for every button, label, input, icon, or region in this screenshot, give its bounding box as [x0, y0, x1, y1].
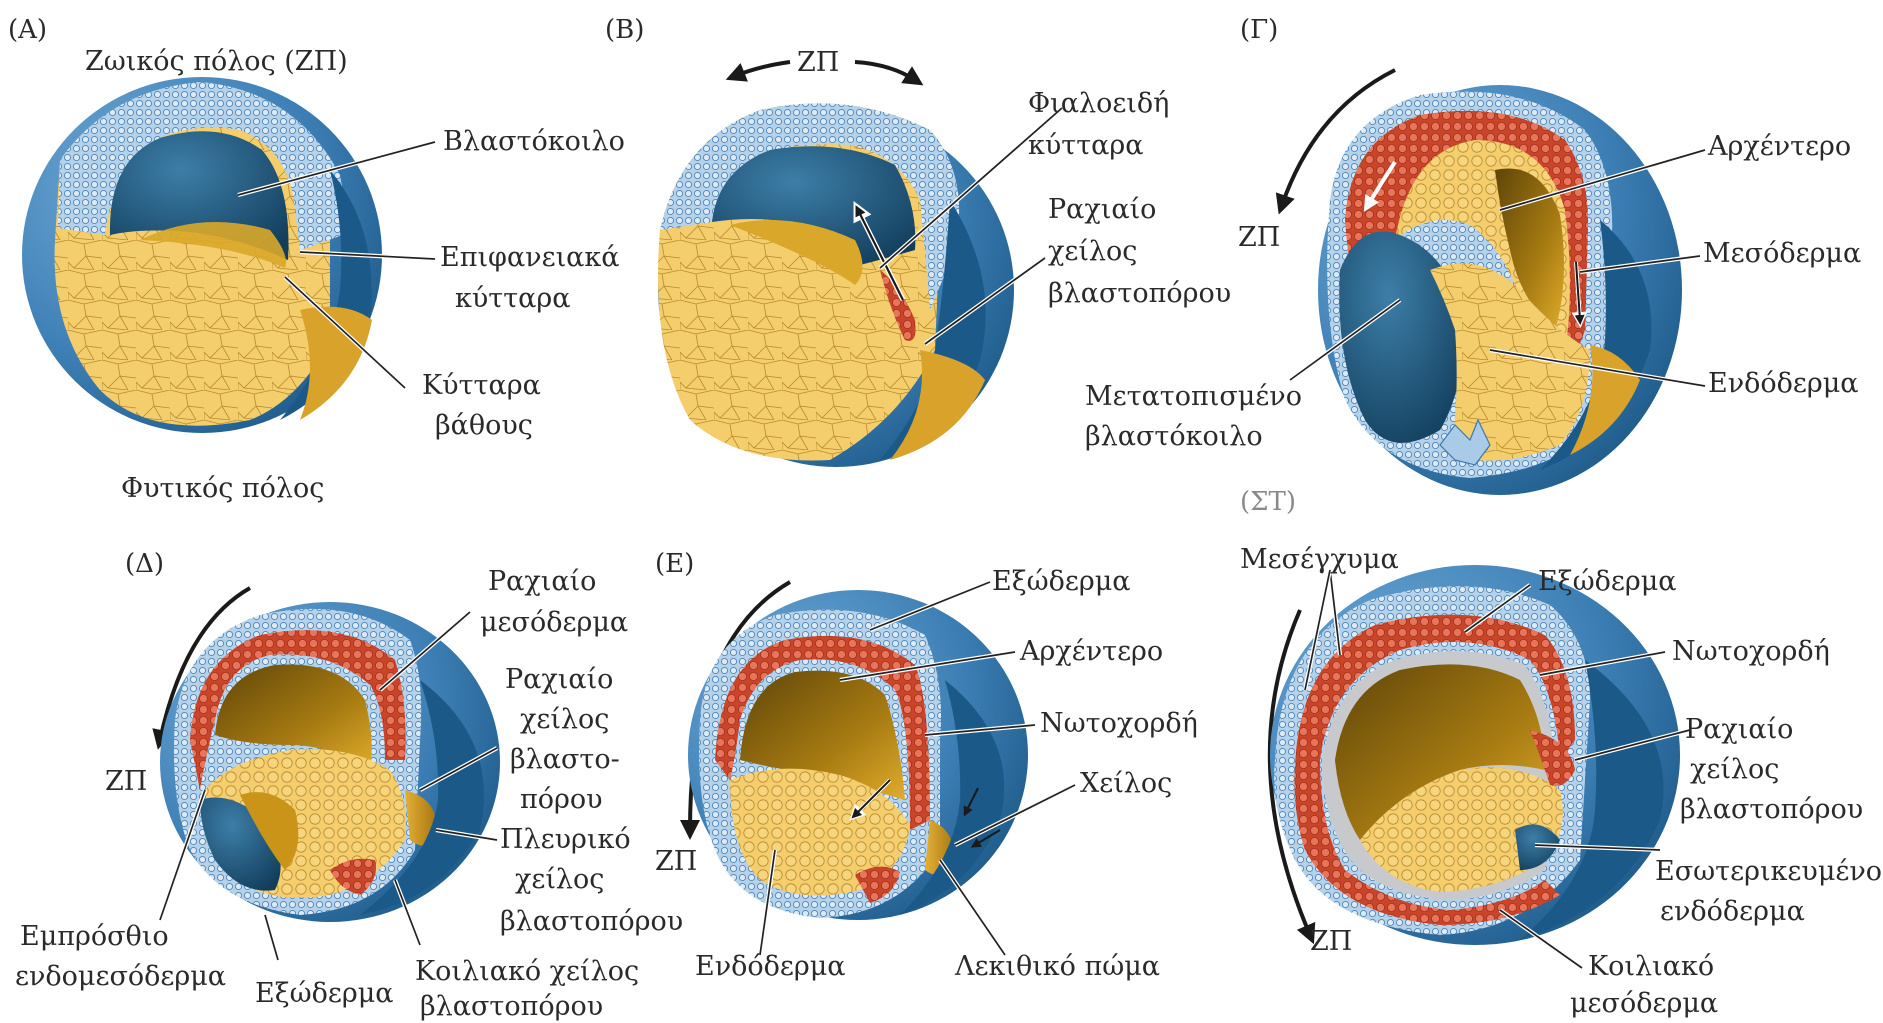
mesoderm-label-g: Μεσόδερμα [1703, 238, 1861, 269]
animal-pole-abbrev-e: ΖΠ [655, 846, 697, 877]
dorsal-lip-label-b-2: χείλος [1048, 236, 1137, 267]
dorsal-lip-label-d-4: πόρου [520, 784, 603, 815]
bottle-cells-label-1: Φιαλοειδή [1028, 88, 1169, 119]
lip-label-e: Χείλος [1080, 768, 1172, 799]
dorsal-lip-label-b-3: βλαστοπόρου [1048, 278, 1231, 309]
ventral-mesoderm-label-1: Κοιλιακό [1588, 951, 1714, 982]
lateral-lip-label-3: βλαστοπόρου [500, 906, 683, 937]
endoderm-label-g: Ενδόδερμα [1708, 368, 1859, 399]
dorsal-lip-label-b-1: Ραχιαίο [1048, 194, 1156, 225]
animal-pole-abbrev-g: ΖΠ [1238, 222, 1280, 253]
animal-pole-abbrev-z: ΖΠ [1310, 926, 1352, 957]
mid-gastrula-embryo [1318, 85, 1682, 495]
panel-a: (A) Ζωικός πόλος (ΖΠ) Βλαστόκοιλο Επιφαν… [8, 15, 625, 504]
notochord-label-e: Νωτοχορδή [1040, 708, 1198, 739]
mesenchyme-label: Μεσέγχυμα [1240, 544, 1399, 575]
dorsal-lip-label-d-3: βλαστο- [510, 744, 620, 775]
displaced-blastocoel-label-2: βλαστόκοιλο [1085, 421, 1263, 452]
dorsal-lip-label-z-3: βλαστοπόρου [1680, 794, 1863, 825]
ectoderm-label-z: Εξώδερμα [1538, 566, 1677, 597]
panel-a-letter: (A) [8, 15, 47, 45]
blastocoel-label: Βλαστόκοιλο [443, 126, 625, 157]
panel-e: (E) ΖΠ Εξώδερμα Αρχέντερο Νωτοχορδή Χείλ… [655, 549, 1198, 982]
ventral-mesoderm-label-2: μεσόδερμα [1570, 988, 1718, 1019]
dorsal-lip-label-z-1: Ραχιαίο [1685, 714, 1793, 745]
animal-pole-abbrev-d: ΖΠ [105, 766, 147, 797]
dorsal-lip-label-z-2: χείλος [1690, 754, 1779, 785]
panel-z-letter: (ΣΤ) [1240, 487, 1296, 517]
late-gastrula-embryo-z [1270, 565, 1680, 945]
deep-cells-label-2: βάθους [435, 410, 533, 441]
vegetal-pole-label: Φυτικός πόλος [121, 473, 324, 504]
archenteron-label-e: Αρχέντερο [1019, 636, 1163, 667]
endoderm-label-e: Ενδόδερμα [695, 951, 846, 982]
superficial-cells-label-1: Επιφανειακά [440, 242, 620, 273]
panel-b-letter: (B) [605, 15, 644, 45]
anterior-endomesoderm-label-1: Εμπρόσθιο [20, 921, 169, 952]
panel-d-letter: (Δ) [125, 549, 164, 579]
internalized-endoderm-label-2: ενδόδερμα [1660, 896, 1805, 927]
late-gastrula-embryo-e [688, 590, 1028, 920]
animal-pole-abbrev-b: ΖΠ [797, 47, 839, 78]
panel-z: (ΣΤ) ΖΠ Μεσέγχυμα Εξώδερμα Νωτοχορδή Ραχ… [1240, 487, 1882, 1019]
rotation-arrow-left [735, 62, 790, 76]
bottle-cells-label-2: κύτταρα [1028, 130, 1144, 161]
panel-g: (Γ) ΖΠ Αρχέντερο Μεσόδερμα Ενδόδερμα Μετ… [1085, 15, 1861, 495]
dorsal-lip-label-d-2: χείλος [520, 704, 609, 735]
panel-d: (Δ) ΖΠ Ραχιαίο μεσόδερμα Ραχιαίο χείλος … [15, 549, 683, 1022]
rotation-arrow-right [855, 62, 915, 80]
ectoderm-label-d: Εξώδερμα [255, 978, 394, 1009]
panel-g-letter: (Γ) [1240, 15, 1278, 45]
anterior-endomesoderm-label-2: ενδομεσόδερμα [15, 961, 226, 992]
dorsal-mesoderm-label-2: μεσόδερμα [480, 607, 628, 638]
dorsal-mesoderm-label-1: Ραχιαίο [488, 566, 596, 597]
deep-cells-label-1: Κύτταρα [422, 370, 541, 401]
yolk-plug-label: Λεκιθικό πώμα [954, 951, 1160, 982]
archenteron-label-g: Αρχέντερο [1707, 131, 1851, 162]
displaced-blastocoel-label-1: Μετατοπισμένο [1085, 381, 1302, 412]
ventral-lip-label-1: Κοιλιακό χείλος [415, 956, 639, 987]
dorsal-lip-label-d-1: Ραχιαίο [505, 664, 613, 695]
lateral-lip-label-2: χείλος [515, 864, 604, 895]
panel-e-letter: (E) [655, 549, 694, 579]
lateral-lip-label-1: Πλευρικό [500, 824, 631, 855]
ventral-lip-label-2: βλαστοπόρου [420, 991, 603, 1022]
animal-pole-label: Ζωικός πόλος (ΖΠ) [85, 46, 348, 77]
late-gastrula-embryo-d [160, 602, 500, 922]
ectoderm-label-e: Εξώδερμα [992, 566, 1131, 597]
early-gastrula-embryo [658, 103, 1014, 467]
superficial-cells-label-2: κύτταρα [455, 283, 571, 314]
internalized-endoderm-label-1: Εσωτερικευμένο [1655, 856, 1882, 887]
notochord-label-z: Νωτοχορδή [1672, 636, 1830, 667]
